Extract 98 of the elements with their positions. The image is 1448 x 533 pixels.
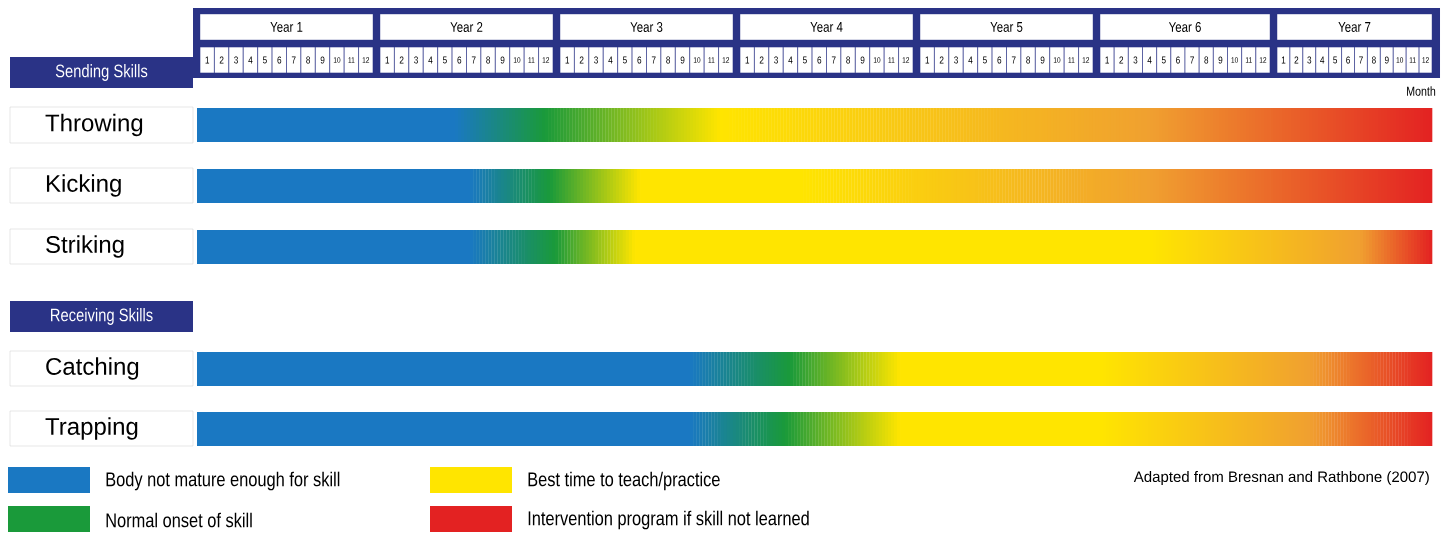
month-cell: 11 — [523, 46, 539, 74]
month-cell: 8 — [480, 46, 496, 74]
month-cell: 1 — [739, 46, 755, 74]
month-cell: 12 — [718, 46, 734, 74]
month-cell: 10 — [689, 46, 705, 74]
month-cell: 3 — [768, 46, 784, 74]
month-cell: 2 — [394, 46, 410, 74]
month-cell: 5 — [1156, 46, 1172, 74]
month-cell: 8 — [1198, 46, 1214, 74]
month-cell: 2 — [1289, 46, 1304, 74]
month-cell: 7 — [646, 46, 662, 74]
month-cell: 12 — [1078, 46, 1094, 74]
month-cell: 7 — [286, 46, 302, 74]
month-cell: 5 — [1328, 46, 1342, 74]
month-cell: 9 — [495, 46, 511, 74]
month-cell: 10 — [869, 46, 885, 74]
month-cell: 8 — [1367, 46, 1381, 74]
month-cell: 3 — [588, 46, 604, 74]
section-header: Receiving Skills — [10, 301, 193, 332]
legend-text: Body not mature enough for skill — [106, 471, 340, 491]
month-cell: 12 — [538, 46, 554, 74]
month-cell: 2 — [1113, 46, 1129, 74]
month-cell: 4 — [1315, 46, 1329, 74]
month-cell: 11 — [703, 46, 719, 74]
month-cell: 12 — [898, 46, 914, 74]
month-cell: 6 — [451, 46, 467, 74]
month-cell: 11 — [1241, 46, 1257, 74]
legend-text: Intervention program if skill not learned — [528, 510, 809, 530]
month-cell: 9 — [1035, 46, 1051, 74]
skill-label: Throwing — [9, 106, 194, 144]
month-cell: 11 — [343, 46, 359, 74]
skill-label: Striking — [9, 228, 194, 265]
month-cell: 2 — [934, 46, 950, 74]
month-cell: 4 — [782, 46, 798, 74]
axis-label: Month — [1407, 86, 1436, 96]
month-cell: 4 — [602, 46, 618, 74]
month-cell: 4 — [962, 46, 978, 74]
month-cell: 6 — [1341, 46, 1355, 74]
month-cell: 1 — [379, 46, 395, 74]
month-cell: 8 — [840, 46, 856, 74]
month-cell: 8 — [300, 46, 316, 74]
month-cell: 3 — [1302, 46, 1317, 74]
year-box: Year 1 — [199, 13, 374, 41]
month-cell: 6 — [631, 46, 647, 74]
month-cell: 12 — [1418, 46, 1433, 74]
skill-label: Trapping — [9, 410, 194, 447]
year-box: Year 5 — [919, 13, 1094, 41]
year-box: Year 3 — [559, 13, 734, 41]
node-label: Sending Skills — [55, 64, 148, 81]
month-cell: 3 — [228, 46, 244, 74]
month-cell: 1 — [199, 46, 215, 74]
month-cell: 4 — [1142, 46, 1157, 74]
month-cell: 9 — [675, 46, 691, 74]
month-cell: 7 — [1006, 46, 1022, 74]
month-cell: 10 — [329, 46, 345, 74]
year-box: Year 2 — [379, 13, 554, 41]
month-cell: 12 — [1255, 46, 1271, 74]
month-cell: 6 — [811, 46, 827, 74]
month-cell: 4 — [242, 46, 258, 74]
skill-label: Catching — [9, 350, 194, 387]
month-cell: 11 — [1063, 46, 1079, 74]
month-cell: 11 — [883, 46, 899, 74]
month-cell: 1 — [919, 46, 935, 74]
month-cell: 9 — [1213, 46, 1228, 74]
skill-label: Kicking — [9, 167, 194, 204]
month-cell: 4 — [422, 46, 438, 74]
month-cell: 1 — [1099, 46, 1115, 74]
year-box: Year 6 — [1099, 13, 1271, 41]
month-cell: 9 — [855, 46, 871, 74]
month-cell: 2 — [574, 46, 590, 74]
month-cell: 1 — [559, 46, 575, 74]
year-box: Year 4 — [739, 13, 914, 41]
month-cell: 10 — [1227, 46, 1242, 74]
month-cell: 1 — [1276, 46, 1291, 74]
month-cell: 7 — [1184, 46, 1200, 74]
month-cell: 10 — [509, 46, 525, 74]
month-cell: 9 — [1380, 46, 1394, 74]
caption: Adapted from Bresnan and Rathbone (2007) — [1133, 471, 1429, 485]
month-cell: 12 — [358, 46, 374, 74]
section-header: Sending Skills — [10, 57, 193, 88]
year-box: Year 7 — [1276, 13, 1433, 41]
legend-text: Normal onset of skill — [106, 512, 252, 528]
month-cell: 6 — [271, 46, 287, 74]
month-cell: 6 — [991, 46, 1007, 74]
month-cell: 7 — [826, 46, 842, 74]
month-cell: 3 — [408, 46, 424, 74]
month-cell: 3 — [948, 46, 964, 74]
month-cell: 8 — [660, 46, 676, 74]
legend-text: Best time to teach/practice — [528, 471, 720, 491]
month-cell: 10 — [1049, 46, 1065, 74]
month-cell: 9 — [315, 46, 331, 74]
month-cell: 7 — [466, 46, 482, 74]
month-cell: 3 — [1128, 46, 1143, 74]
month-cell: 2 — [754, 46, 770, 74]
month-cell: 2 — [214, 46, 230, 74]
month-cell: 10 — [1392, 46, 1407, 74]
month-cell: 8 — [1020, 46, 1036, 74]
month-cell: 7 — [1354, 46, 1368, 74]
